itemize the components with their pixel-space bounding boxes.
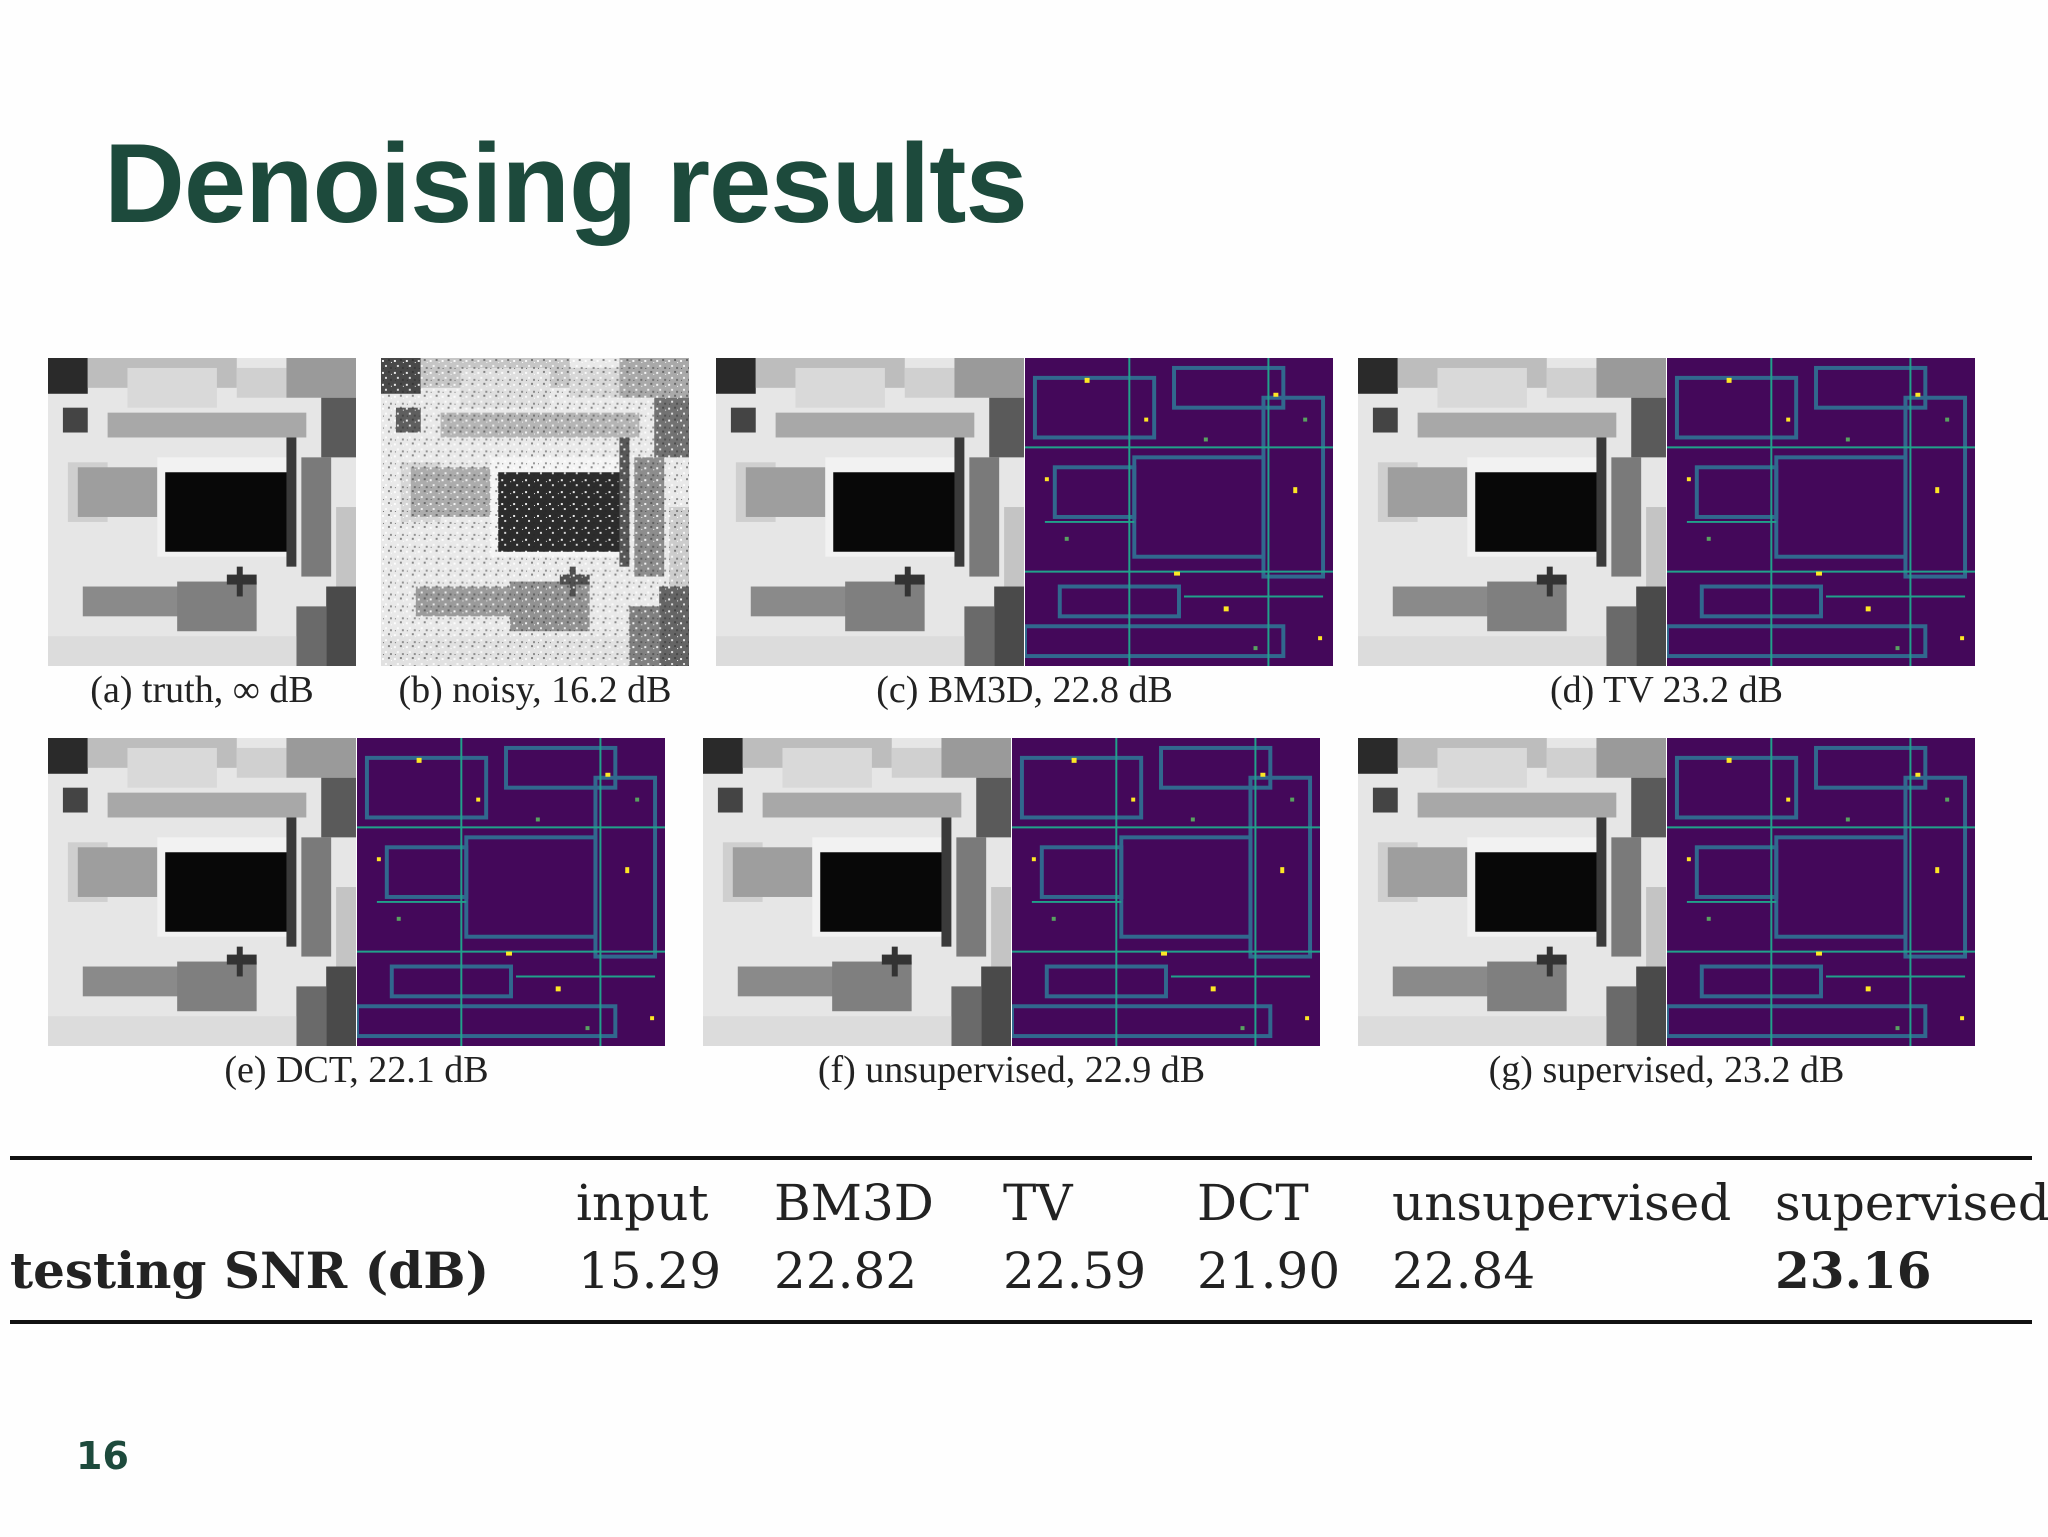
denoising-figure: (a) truth, ∞ dB (b) noisy, 16.2 dB (c) B… <box>0 358 2048 1091</box>
dct-image <box>48 738 356 1046</box>
value-tv: 22.59 <box>1003 1242 1147 1300</box>
unsupervised-error-map <box>1012 738 1320 1046</box>
col-header-bm3d: BM3D <box>774 1174 934 1232</box>
value-unsupervised: 22.84 <box>1392 1242 1536 1300</box>
col-header-input: input <box>576 1174 709 1232</box>
value-bm3d: 22.82 <box>774 1242 918 1300</box>
col-header-tv: TV <box>1003 1174 1073 1232</box>
page-number: 16 <box>76 1434 129 1478</box>
tv-error-map <box>1667 358 1975 666</box>
value-input: 15.29 <box>578 1242 722 1300</box>
col-header-supervised: supervised <box>1775 1174 2048 1232</box>
bm3d-error-map <box>1025 358 1333 666</box>
caption-b: (b) noisy, 16.2 dB <box>398 669 672 711</box>
caption-a: (a) truth, ∞ dB <box>90 669 314 711</box>
supervised-error-map <box>1667 738 1975 1046</box>
col-header-dct: DCT <box>1197 1174 1309 1232</box>
slide-title: Denoising results <box>104 121 1028 246</box>
dct-error-map <box>357 738 665 1046</box>
value-dct: 21.90 <box>1197 1242 1341 1300</box>
caption-e: (e) DCT, 22.1 dB <box>224 1049 489 1091</box>
value-supervised: 23.16 <box>1775 1241 1932 1300</box>
row-label: testing SNR (dB) <box>10 1241 490 1300</box>
tv-image <box>1358 358 1666 666</box>
noisy-image <box>381 358 689 666</box>
col-header-unsupervised: unsupervised <box>1392 1174 1732 1232</box>
table-bottom-rule <box>10 1320 2032 1324</box>
table-top-rule <box>10 1156 2032 1160</box>
truth-image <box>48 358 356 666</box>
supervised-image <box>1358 738 1666 1046</box>
caption-c: (c) BM3D, 22.8 dB <box>876 669 1173 711</box>
caption-d: (d) TV 23.2 dB <box>1550 669 1783 711</box>
bm3d-image <box>716 358 1024 666</box>
caption-f: (f) unsupervised, 22.9 dB <box>817 1049 1206 1091</box>
caption-g: (g) supervised, 23.2 dB <box>1488 1049 1845 1091</box>
unsupervised-image <box>703 738 1011 1046</box>
